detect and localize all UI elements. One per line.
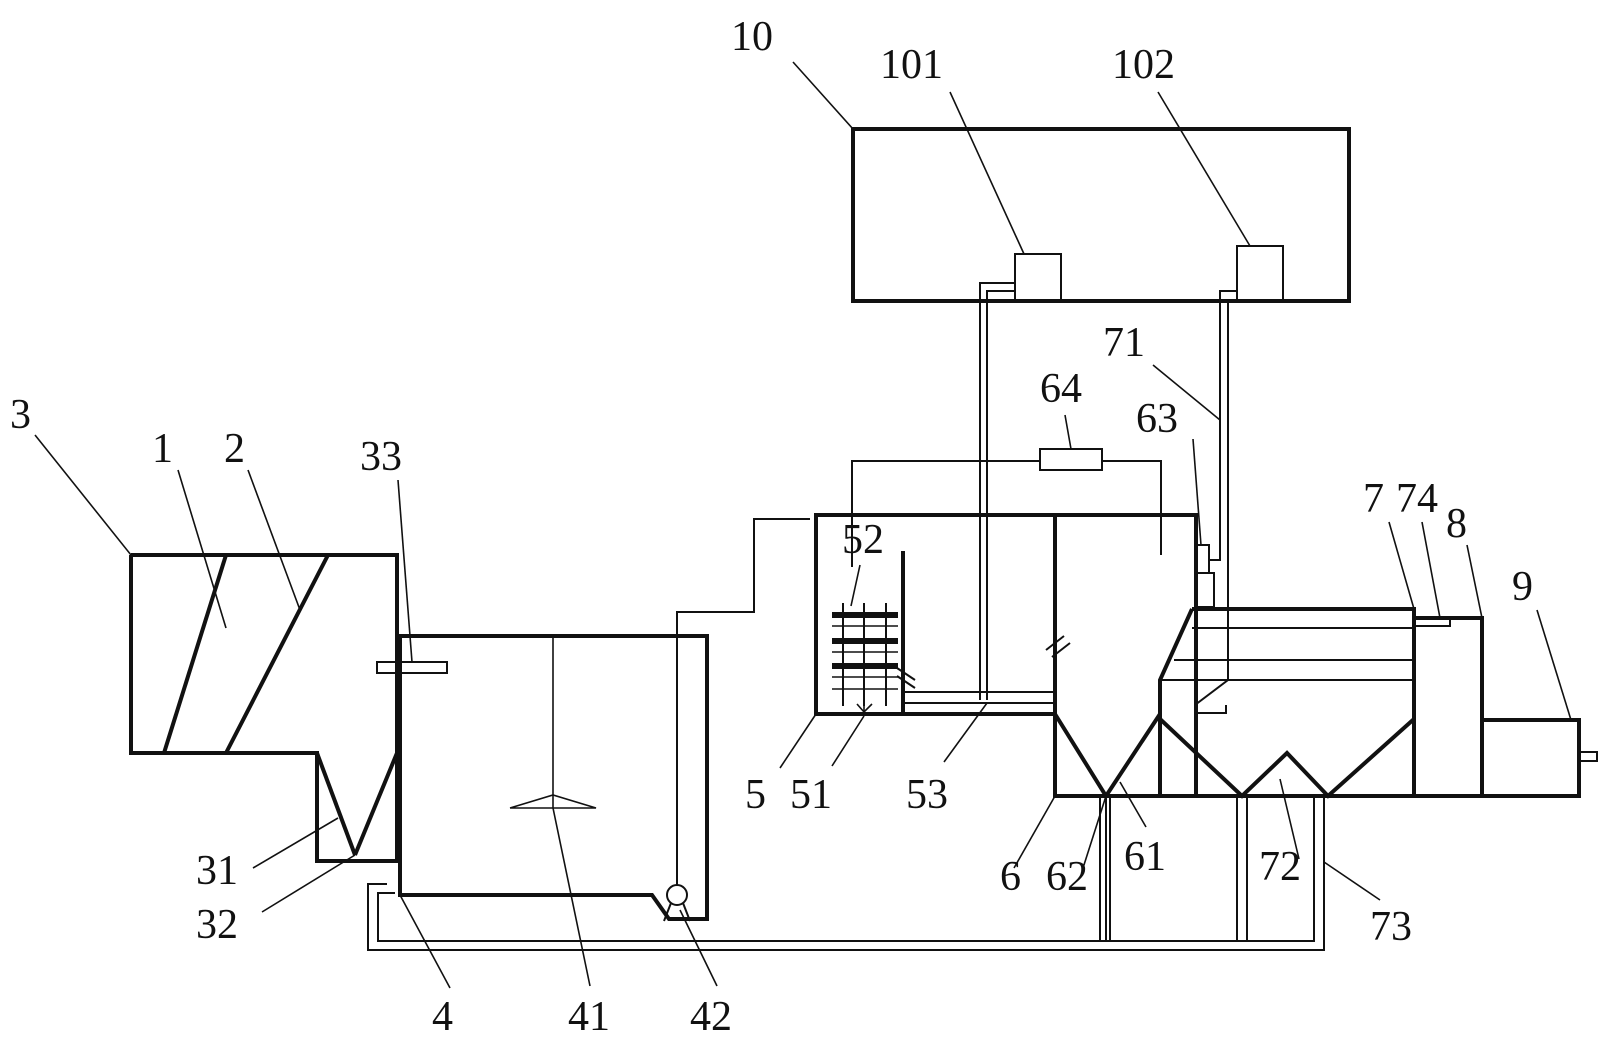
- label-102: 102: [1112, 42, 1175, 88]
- filter-unit-8: [1412, 616, 1484, 798]
- pretreatment-tank-3: [129, 553, 448, 863]
- label-62: 62: [1046, 854, 1088, 900]
- label-1: 1: [152, 426, 173, 472]
- label-9: 9: [1512, 564, 1533, 610]
- outlet-unit-9: [1480, 718, 1598, 798]
- label-42: 42: [690, 994, 732, 1040]
- recycle-pipe-64: [851, 460, 1040, 567]
- label-5: 5: [745, 772, 766, 818]
- pipe-101: [979, 282, 1015, 700]
- label-52: 52: [842, 517, 884, 563]
- label-41: 41: [568, 994, 610, 1040]
- label-10: 10: [731, 14, 773, 60]
- settling-tank-6: [1045, 513, 1215, 800]
- label-2: 2: [224, 426, 245, 472]
- reactor-5: [814, 448, 1162, 716]
- sludge-return-pipe: [367, 796, 1325, 951]
- label-8: 8: [1446, 501, 1467, 547]
- label-64: 64: [1040, 366, 1082, 412]
- label-71: 71: [1103, 320, 1145, 366]
- label-63: 63: [1136, 396, 1178, 442]
- pipe-71: [1209, 290, 1237, 561]
- label-33: 33: [360, 434, 402, 480]
- membrane-modules-52: [832, 603, 898, 706]
- control-unit-10: [851, 127, 1351, 303]
- label-74: 74: [1396, 476, 1438, 522]
- hoppers-72: [1158, 717, 1416, 799]
- label-101: 101: [880, 42, 943, 88]
- label-6: 6: [1000, 854, 1021, 900]
- unit-101: [1014, 253, 1062, 302]
- unit-102: [1236, 245, 1284, 302]
- valve-64: [1039, 448, 1103, 471]
- label-53: 53: [906, 772, 948, 818]
- label-3: 3: [10, 392, 31, 438]
- label-32: 32: [196, 902, 238, 948]
- pump-42: [666, 884, 688, 906]
- leader-lines: [34, 61, 1572, 989]
- label-7: 7: [1363, 476, 1384, 522]
- regulating-tank-4: [397, 518, 810, 922]
- reference-numerals: 3 1 2 33 31 32 4 41 42 5 51 52 53 6 62 6…: [10, 14, 1533, 1040]
- inlet-pipe-33: [376, 661, 448, 674]
- label-61: 61: [1124, 834, 1166, 880]
- screen-1: [162, 554, 228, 754]
- screen-2: [224, 554, 330, 754]
- label-72: 72: [1259, 844, 1301, 890]
- hopper-31: [315, 752, 357, 856]
- tank-7: [1158, 607, 1451, 799]
- outlet-pipe-9: [1578, 751, 1598, 762]
- label-4: 4: [432, 994, 453, 1040]
- label-51: 51: [790, 772, 832, 818]
- label-73: 73: [1370, 904, 1412, 950]
- label-31: 31: [196, 848, 238, 894]
- pump-outlet-pipe: [676, 518, 810, 885]
